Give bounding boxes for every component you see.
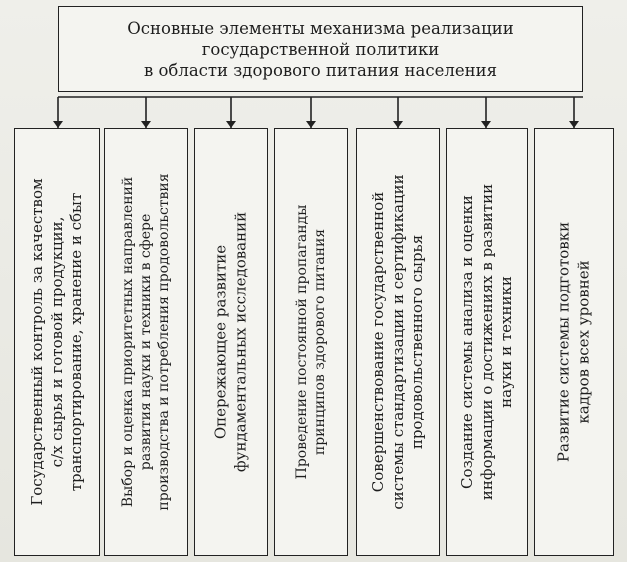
element-label-line: фундаментальных исследований xyxy=(231,211,249,473)
element-box-fundamental-research: Опережающее развитие фундаментальных исс… xyxy=(194,128,268,556)
element-label: Развитие системы подготовки кадров всех … xyxy=(555,142,594,542)
element-label-line: науки и техники xyxy=(496,276,515,408)
element-label-line: развития науки и техники в сфере xyxy=(138,213,154,471)
element-label: Выбор и оценка приоритетных направлений … xyxy=(119,142,173,542)
element-label-line: Создание системы анализа и оценки xyxy=(457,195,476,489)
element-label: Совершенствование государственной систем… xyxy=(369,142,428,542)
main-title-box: Основные элементы механизма реализации г… xyxy=(58,6,583,92)
element-label-line: кадров всех уровней xyxy=(574,260,592,424)
element-box-quality-control: Государственный контроль за качеством с/… xyxy=(14,128,100,556)
element-label-line: Проведение постоянной пропаганды xyxy=(294,204,310,480)
element-label-line: транспортирование, хранение и сбыт xyxy=(66,192,85,492)
element-label-line: Государственный контроль за качеством xyxy=(27,178,46,506)
main-title-line: в области здорового питания населения xyxy=(143,60,498,80)
element-box-information-analysis: Создание системы анализа и оценки информ… xyxy=(446,128,528,556)
element-label: Создание системы анализа и оценки информ… xyxy=(458,142,517,542)
element-label-line: информации о достижениях в развитии xyxy=(477,183,496,501)
element-label-line: Развитие системы подготовки xyxy=(554,221,573,463)
element-label-line: принципов здорового питания xyxy=(312,228,328,456)
element-label-line: Совершенствование государственной xyxy=(368,191,387,493)
main-title-line: государственной политики xyxy=(201,39,440,59)
element-label-line: системы стандартизации и сертификации xyxy=(388,174,407,510)
element-box-priority-directions: Выбор и оценка приоритетных направлений … xyxy=(104,128,188,556)
element-label: Государственный контроль за качеством с/… xyxy=(28,142,87,542)
element-label-line: с/х сырья и готовой продукции, xyxy=(47,216,66,468)
element-label-line: продовольственного сырья xyxy=(407,234,426,450)
element-label: Проведение постоянной пропаганды принцип… xyxy=(293,142,329,542)
main-title-line: Основные элементы механизма реализации xyxy=(127,18,514,38)
element-label-line: производства и потребления продовольстви… xyxy=(156,173,172,511)
main-title: Основные элементы механизма реализации г… xyxy=(91,18,551,81)
element-label-line: Опережающее развитие xyxy=(211,244,230,440)
element-box-personnel-training: Развитие системы подготовки кадров всех … xyxy=(534,128,614,556)
element-box-healthy-eating-promotion: Проведение постоянной пропаганды принцип… xyxy=(274,128,348,556)
element-label-line: Выбор и оценка приоритетных направлений xyxy=(120,176,136,508)
element-box-standardization: Совершенствование государственной систем… xyxy=(356,128,440,556)
element-label: Опережающее развитие фундаментальных исс… xyxy=(212,142,251,542)
